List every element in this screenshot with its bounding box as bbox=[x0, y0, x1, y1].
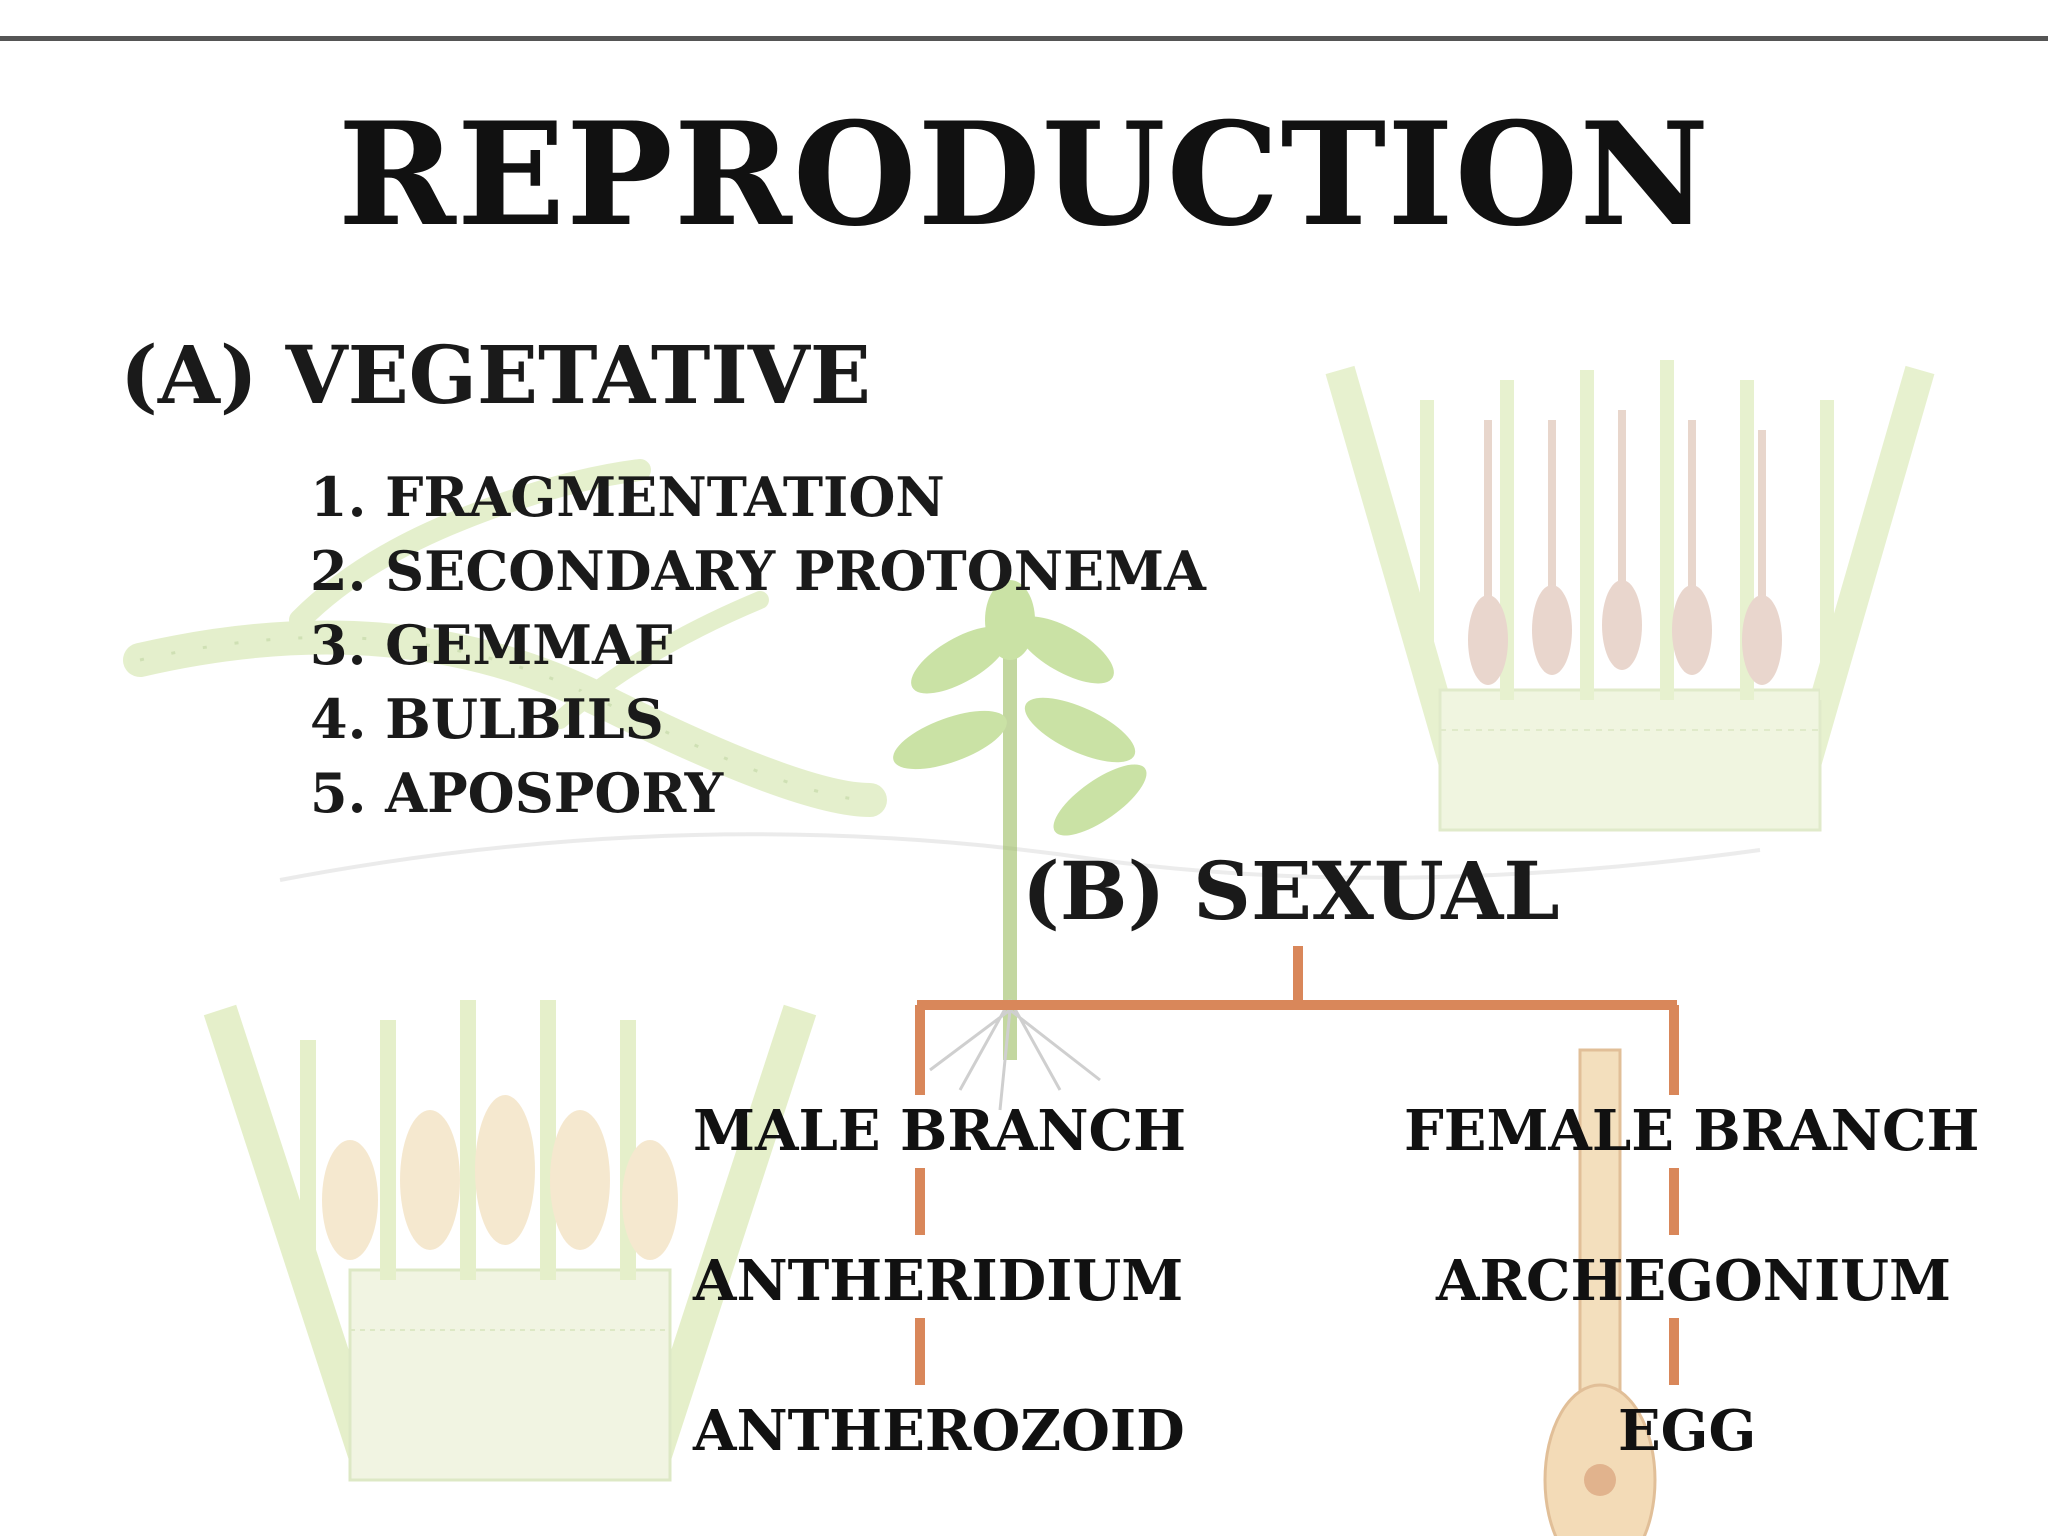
vegetative-item: 4. BULBILS bbox=[310, 687, 664, 751]
vegetative-item: 1. FRAGMENTATION bbox=[310, 465, 945, 529]
antherozoid-label: ANTHEROZOID bbox=[693, 1398, 1185, 1464]
vegetative-list: 1. FRAGMENTATION 2. SECONDARY PROTONEMA … bbox=[310, 460, 1206, 830]
vegetative-item: 3. GEMMAE bbox=[310, 613, 676, 677]
antheridium-label: ANTHERIDIUM bbox=[693, 1248, 1184, 1314]
male-branch-label: MALE BRANCH bbox=[693, 1098, 1186, 1164]
archegonium-label: ARCHEGONIUM bbox=[1436, 1248, 1951, 1314]
archegonia-cluster-illustration bbox=[1325, 360, 1935, 832]
vegetative-item: 2. SECONDARY PROTONEMA bbox=[310, 539, 1206, 603]
protonema-illustration bbox=[123, 459, 1761, 882]
moss-plant-illustration bbox=[893, 580, 1147, 1111]
female-branch-label: FEMALE BRANCH bbox=[1404, 1098, 1980, 1164]
vegetative-item: 5. APOSPORY bbox=[310, 761, 724, 825]
egg-label: EGG bbox=[1618, 1398, 1757, 1464]
sexual-heading: (B) SEXUAL bbox=[1022, 844, 1560, 938]
connector-lines bbox=[915, 946, 1679, 1385]
archegonium-illustration bbox=[1543, 1048, 1657, 1536]
vegetative-heading: (A) VEGETATIVE bbox=[120, 328, 871, 422]
antheridia-cluster-illustration bbox=[203, 1000, 817, 1482]
page-title: REPRODUCTION bbox=[337, 92, 1711, 258]
top-rule bbox=[0, 36, 2048, 41]
